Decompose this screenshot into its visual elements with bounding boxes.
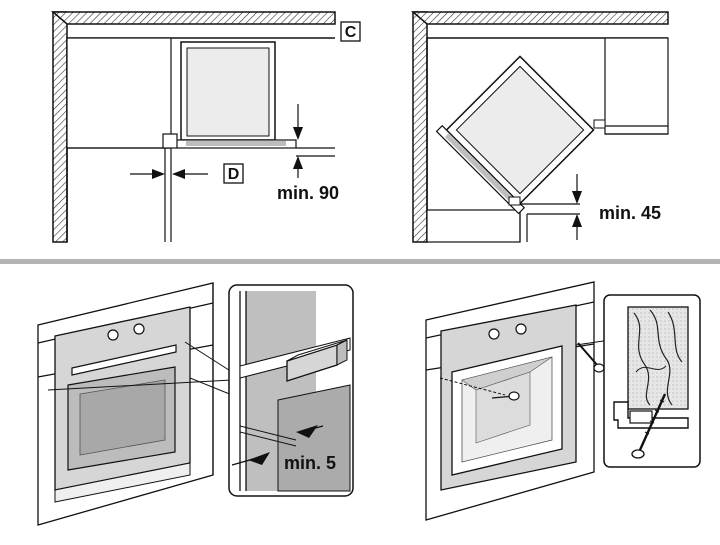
wall-top [50,11,336,25]
oven-knob-left [107,329,119,341]
wood-detail-panel [603,294,701,468]
zoom-detail-panel: min. 5 [228,284,354,497]
corner-diagram-left: D min. 90 C [50,11,361,243]
label-c: C [345,24,357,41]
section-divider [0,259,720,264]
oven-diagram-left [37,282,233,526]
label-min-90: min. 90 [277,183,339,203]
label-d: D [228,166,240,183]
wall-left-right [412,11,428,243]
screw-head [631,449,645,459]
label-c-box [340,21,361,42]
oven-diagram-right [425,281,611,521]
label-min-45: min. 45 [599,203,661,223]
label-d-box [223,163,244,184]
wall-left [52,11,68,243]
oven-knob-right [133,323,145,335]
adjacent-cabinet [66,37,172,149]
rotated-appliance [435,55,595,215]
label-min-5: min. 5 [284,453,336,473]
wall-top-right [410,11,669,25]
oven-handle [71,344,177,376]
corner-diagram-right: min. 45 [410,11,669,243]
wood-panel [627,306,689,410]
